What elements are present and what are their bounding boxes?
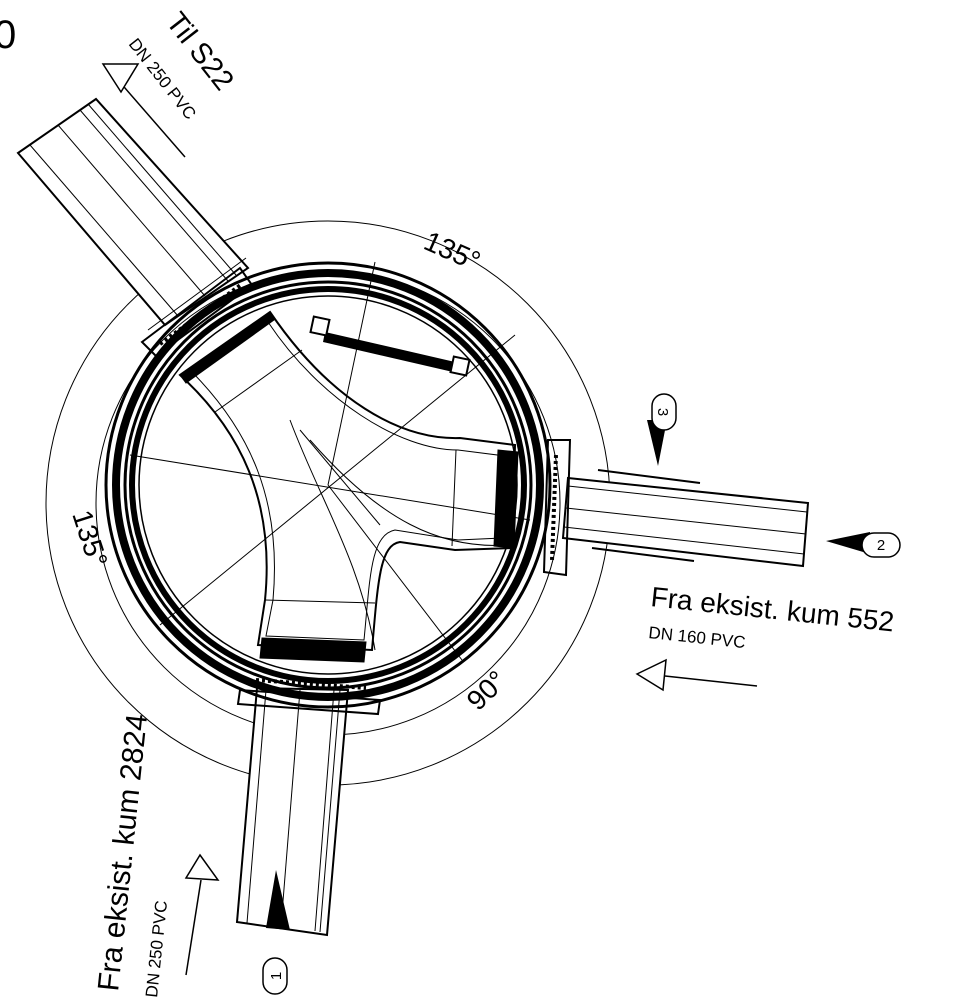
angle-label-top-right: 135°: [420, 225, 486, 277]
flow-arrow-inlet-2: [635, 658, 758, 692]
inlet-1-source-label: Fra eksist. kum 2824: [92, 712, 154, 992]
flow-arrow-outlet: [101, 63, 186, 158]
inlet-pipe-2: [561, 469, 810, 568]
pipe-couplings: [140, 257, 572, 716]
outlet-pipe: [16, 97, 250, 327]
marker-1-label: 1: [268, 972, 285, 980]
flow-arrow-inlet-1: [184, 853, 220, 976]
corner-mark: 0: [0, 13, 16, 57]
marker-2[interactable]: 2: [826, 532, 901, 558]
marker-2-label: 2: [877, 537, 885, 554]
marker-3-label: 3: [654, 408, 671, 416]
ladder: [309, 315, 471, 377]
inlet-pipe-1: [235, 686, 350, 937]
inlet-1-pipe-label: DN 250 PVC: [142, 900, 171, 999]
flow-channel: [178, 310, 519, 663]
construction-lines: [129, 261, 531, 661]
angle-label-left: 135°: [66, 506, 113, 571]
marker-1[interactable]: 1: [262, 870, 290, 995]
inlet-2-pipe-label: DN 160 PVC: [648, 623, 747, 652]
angle-label-bottom-right: 90°: [461, 665, 513, 717]
marker-3[interactable]: 3: [647, 393, 677, 466]
